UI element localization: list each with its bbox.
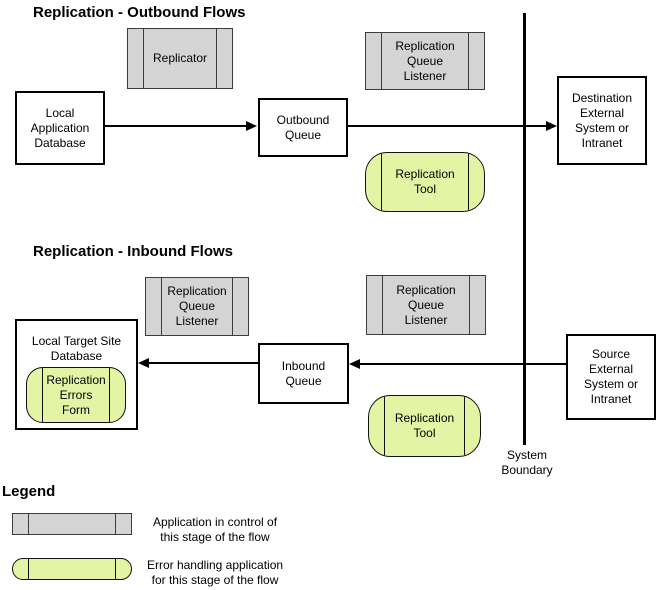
component-divider-line bbox=[382, 276, 383, 334]
component-divider-line bbox=[381, 153, 382, 211]
legend-gray-description: Application in control of this stage of … bbox=[152, 515, 278, 544]
source-external-system-label: Source External System or Intranet bbox=[583, 347, 638, 406]
component-divider-line bbox=[381, 33, 382, 89]
component-divider-line bbox=[109, 368, 110, 422]
local-target-site-database-node: Local Target Site Database Replication E… bbox=[15, 319, 138, 430]
component-divider-line bbox=[464, 396, 465, 456]
outbound-queue-node: Outbound Queue bbox=[258, 98, 348, 157]
inbound-queue-listener-right-component: Replication Queue Listener bbox=[366, 275, 486, 335]
destination-external-system-label: Destination External System or Intranet bbox=[571, 90, 633, 150]
destination-external-system-node: Destination External System or Intranet bbox=[557, 76, 647, 165]
inbound-queue-node: Inbound Queue bbox=[258, 343, 349, 404]
local-application-database-label: Local Application Database bbox=[30, 105, 90, 150]
component-divider-line bbox=[115, 514, 116, 534]
component-divider-line bbox=[468, 33, 469, 89]
component-divider-line bbox=[384, 396, 385, 456]
component-divider-line bbox=[28, 559, 29, 579]
outbound-queue-listener-component: Replication Queue Listener bbox=[365, 32, 485, 90]
inbound-queue-listener-left-component: Replication Queue Listener bbox=[145, 277, 249, 336]
inbound-queue-listener-right-label: Replication Queue Listener bbox=[396, 282, 456, 327]
outbound-queue-label: Outbound Queue bbox=[276, 112, 330, 142]
legend-gray-component-swatch bbox=[12, 513, 132, 535]
arrowhead-left-icon bbox=[138, 358, 149, 368]
arrowhead-right-icon bbox=[246, 121, 257, 131]
source-external-system-node: Source External System or Intranet bbox=[566, 334, 656, 420]
system-boundary-label: System Boundary bbox=[501, 448, 553, 477]
inbound-queue-listener-left-label: Replication Queue Listener bbox=[167, 284, 227, 328]
system-boundary-line bbox=[523, 13, 526, 445]
outbound-flows-title: Replication - Outbound Flows bbox=[33, 4, 246, 21]
outbound-queue-listener-label: Replication Queue Listener bbox=[395, 38, 455, 83]
local-target-site-database-label: Local Target Site Database bbox=[31, 334, 122, 363]
replicator-component: Replicator bbox=[127, 28, 233, 89]
inbound-queue-label: Inbound Queue bbox=[281, 358, 326, 388]
component-divider-line bbox=[42, 368, 43, 422]
component-divider-line bbox=[115, 559, 116, 579]
legend-green-description: Error handling application for this stag… bbox=[146, 558, 284, 587]
replication-errors-form-component: Replication Errors Form bbox=[26, 367, 126, 423]
arrowhead-left-icon bbox=[349, 359, 360, 369]
inbound-flows-title: Replication - Inbound Flows bbox=[33, 243, 233, 260]
inbound-replication-tool-component: Replication Tool bbox=[368, 395, 481, 457]
arrow-line-inqueue-to-targetdb bbox=[149, 362, 258, 364]
replication-errors-form-label: Replication Errors Form bbox=[46, 372, 106, 417]
legend-title: Legend bbox=[2, 483, 56, 500]
replicator-label: Replicator bbox=[152, 51, 208, 65]
outbound-replication-tool-label: Replication Tool bbox=[395, 167, 455, 196]
outbound-replication-tool-component: Replication Tool bbox=[365, 152, 485, 212]
legend-green-component-swatch bbox=[12, 558, 132, 580]
component-divider-line bbox=[216, 29, 217, 88]
component-divider-line bbox=[161, 278, 162, 335]
component-divider-line bbox=[232, 278, 233, 335]
local-application-database-node: Local Application Database bbox=[15, 91, 105, 165]
component-divider-line bbox=[28, 514, 29, 534]
component-divider-line bbox=[143, 29, 144, 88]
arrowhead-right-icon bbox=[546, 121, 557, 131]
inbound-replication-tool-label: Replication Tool bbox=[394, 411, 455, 440]
arrow-line-outqueue-to-destination bbox=[348, 125, 546, 127]
component-divider-line bbox=[468, 153, 469, 211]
arrow-line-source-to-inqueue bbox=[360, 363, 566, 365]
component-divider-line bbox=[469, 276, 470, 334]
arrow-line-appdb-to-outqueue bbox=[105, 125, 247, 127]
